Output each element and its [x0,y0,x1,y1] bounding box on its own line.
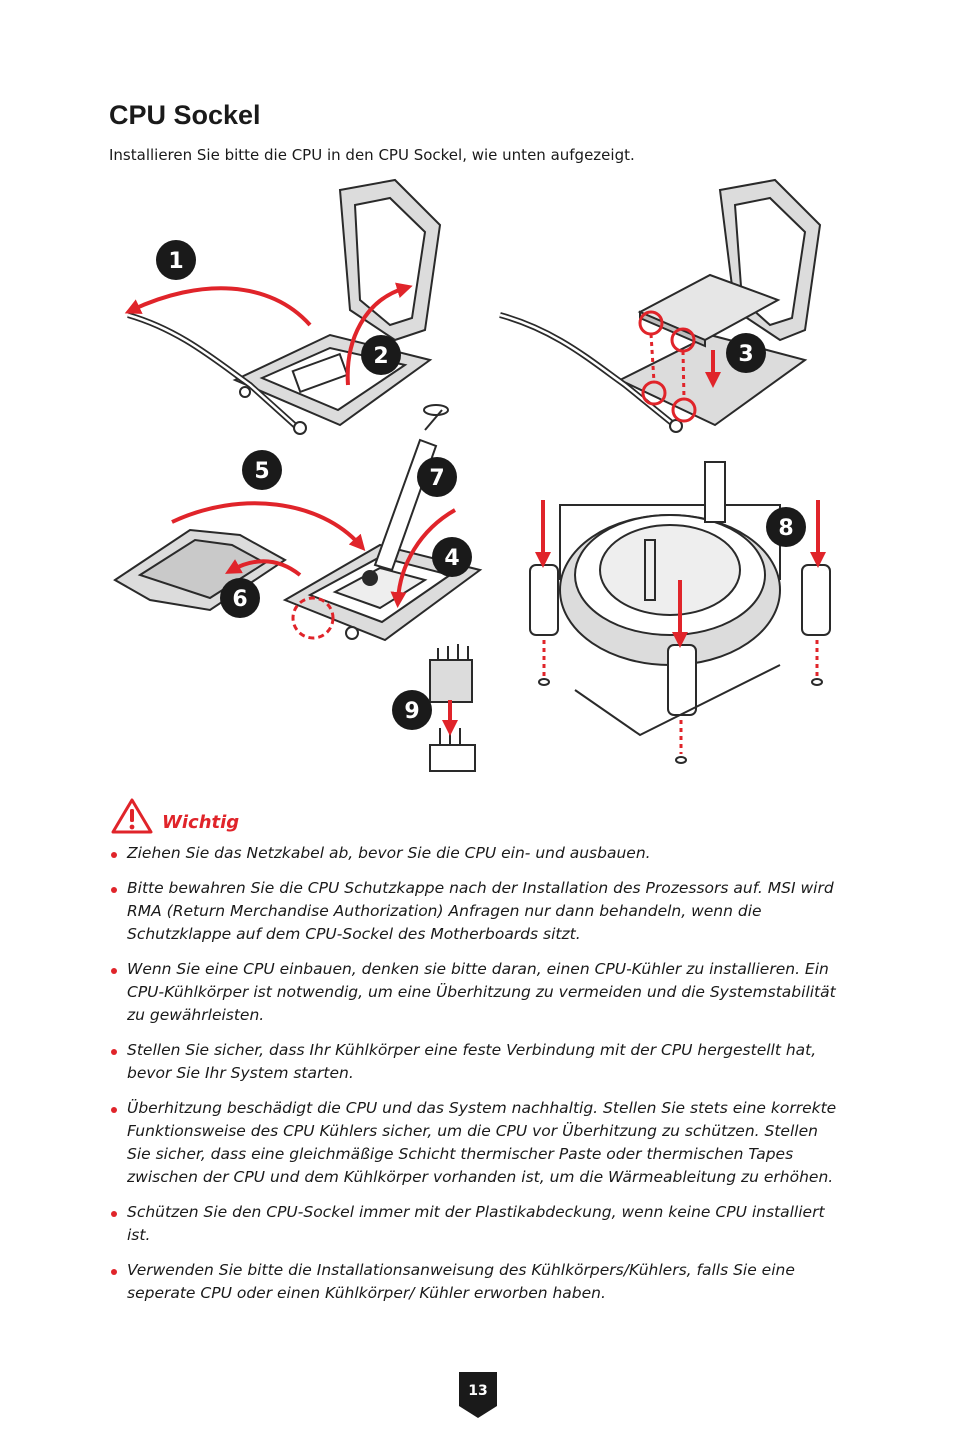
bullet-icon [111,1049,117,1055]
step-badge-4: 4 [432,537,472,577]
step-badge-2: 2 [361,335,401,375]
list-item: Stellen Sie sicher, dass Ihr Kühlkörper … [110,1039,840,1085]
step-badge-1: 1 [156,240,196,280]
list-item-text: Bitte bewahren Sie die CPU Schutzkappe n… [127,879,834,943]
page-title: CPU Sockel [109,100,261,130]
bullet-icon [111,968,117,974]
step-badge-8: 8 [766,507,806,547]
notice-label: Wichtig [162,811,240,833]
step-number: 9 [404,699,419,724]
list-item: Wenn Sie eine CPU einbauen, denken sie b… [110,958,840,1027]
notice-list: Ziehen Sie das Netzkabel ab, bevor Sie d… [110,842,840,1317]
bullet-icon [111,1269,117,1275]
fan-connector-illustration [429,644,476,772]
step-badge-3: 3 [726,333,766,373]
step-number: 8 [778,516,793,541]
step-number: 4 [444,546,459,571]
page-number: 13 [468,1383,488,1399]
step-badges: 1 2 3 4 5 6 7 8 9 [156,240,806,730]
step-badge-6: 6 [220,578,260,618]
step-badge-5: 5 [242,450,282,490]
intro-text: Installieren Sie bitte die CPU in den CP… [109,146,635,164]
cpu-placement-illustration [499,178,822,433]
bullet-icon [111,1211,117,1217]
step-number: 6 [232,587,247,612]
cooler-illustration [529,461,831,764]
list-item: Überhitzung beschädigt die CPU und das S… [110,1097,840,1189]
page-number-badge: 13 [459,1372,497,1418]
list-item-text: Schützen Sie den CPU-Sockel immer mit de… [127,1203,825,1244]
list-item-text: Ziehen Sie das Netzkabel ab, bevor Sie d… [127,844,651,862]
lever-latch-marker [291,596,335,640]
bullet-icon [111,1107,117,1113]
socket-open-illustration [127,178,442,435]
notice-header: Wichtig [110,796,239,836]
arrow-lever-open [124,286,312,327]
arrow-cap-remove [171,501,366,551]
alignment-markers [638,310,697,423]
list-item-text: Verwenden Sie bitte die Installationsanw… [127,1261,795,1302]
arrow-lever-close [225,559,302,577]
step-badge-9: 9 [392,690,432,730]
arrow-plate-open [345,282,413,386]
step-number: 3 [738,342,753,367]
list-item-text: Wenn Sie eine CPU einbauen, denken sie b… [127,960,836,1024]
bullet-icon [111,852,117,858]
socket-close-illustration [113,404,483,642]
list-item: Schützen Sie den CPU-Sockel immer mit de… [110,1201,840,1247]
warning-triangle-icon [111,798,153,834]
bullet-icon [111,887,117,893]
page-badge-shape [459,1372,497,1418]
list-item: Verwenden Sie bitte die Installationsanw… [110,1259,840,1305]
cpu-installation-figure: 1 2 3 4 5 6 7 8 9 [113,178,831,772]
list-item: Bitte bewahren Sie die CPU Schutzkappe n… [110,877,840,946]
step-number: 5 [254,459,269,484]
step-number: 1 [168,249,183,274]
list-item: Ziehen Sie das Netzkabel ab, bevor Sie d… [110,842,840,865]
list-item-text: Stellen Sie sicher, dass Ihr Kühlkörper … [127,1041,817,1082]
list-item-text: Überhitzung beschädigt die CPU und das S… [127,1099,837,1186]
step-badge-7: 7 [417,457,457,497]
step-number: 7 [429,466,444,491]
step-number: 2 [373,344,388,369]
arrow-paste [390,508,456,608]
